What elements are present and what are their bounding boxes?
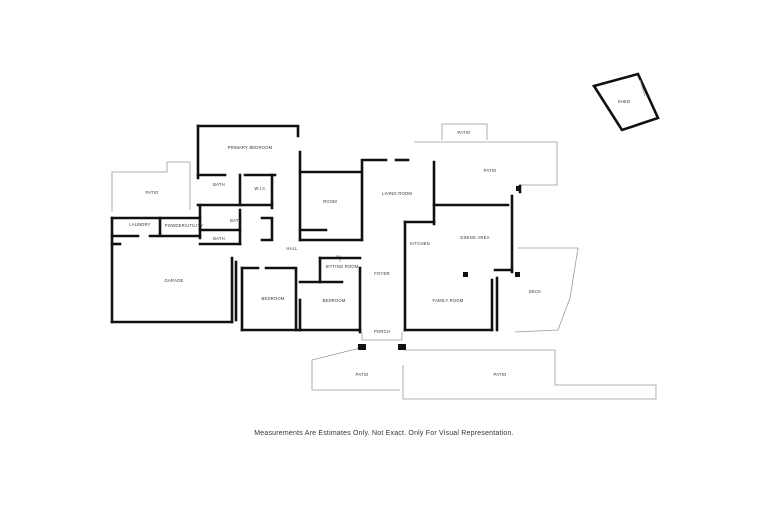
bath-upper-label: BATH — [213, 182, 225, 187]
powder-label: POWDER/UTILITY — [165, 223, 203, 228]
sitting-room-label: SITTING ROOM — [325, 264, 358, 269]
patio-bottom-right-label: PATIO — [494, 372, 507, 377]
bedroom-left-label: BEDROOM — [261, 296, 284, 301]
patio-right-label: PATIO — [484, 168, 497, 173]
kitchen-label: KITCHEN — [410, 241, 430, 246]
exterior-outlines — [111, 123, 657, 400]
shed — [591, 72, 660, 132]
patio-bottom-left-label: PATIO — [356, 372, 369, 377]
bedroom-right-label: BEDROOM — [322, 298, 345, 303]
porch-label: PORCH — [374, 329, 390, 334]
wic-label: W.I.C — [254, 186, 265, 191]
living-room-label: LIVING ROOM — [382, 191, 412, 196]
family-room-label: FAMILY ROOM — [433, 298, 464, 303]
columns — [358, 186, 521, 350]
primary-bedroom-label: PRIMARY BEDROOM — [228, 145, 273, 150]
walls — [110, 124, 522, 334]
patio-left-label: PATIO — [146, 190, 159, 195]
dining-area-label: DINING AREA — [460, 235, 489, 240]
bath-small-label: BATH — [213, 236, 225, 241]
hall-label: HALL — [286, 246, 298, 251]
laundry-label: LAUNDRY — [129, 222, 150, 227]
foyer-label: FOYER — [374, 271, 389, 276]
room-labels: SHED PATIO PATIO PRIMARY BEDROOM BATH W.… — [129, 99, 630, 377]
patio-top-label: PATIO — [458, 130, 471, 135]
bath-lower-label: BATH — [230, 218, 242, 223]
garage-label: GARAGE — [164, 278, 183, 283]
deck-label: DECK — [529, 289, 541, 294]
disclaimer-text: Measurements Are Estimates Only. Not Exa… — [254, 430, 514, 437]
shed-label: SHED — [618, 99, 630, 104]
room-label: ROOM — [323, 199, 337, 204]
